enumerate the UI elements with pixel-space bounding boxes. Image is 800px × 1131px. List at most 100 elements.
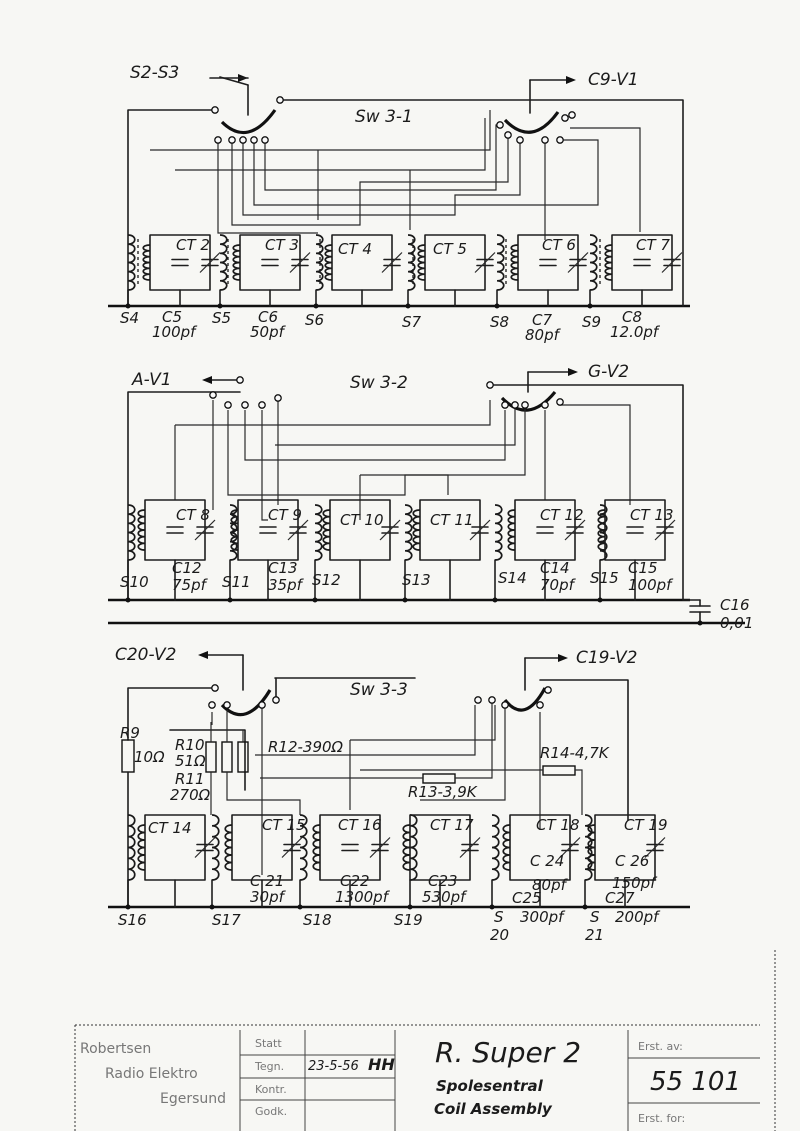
output-label: C20-V2	[115, 645, 176, 665]
drawing-number: 55 101	[650, 1067, 741, 1097]
junction-dot	[313, 303, 319, 309]
junction-dot	[489, 904, 495, 910]
inductor-coil	[507, 509, 516, 551]
switch-terminal	[556, 398, 564, 406]
switch-terminal	[209, 391, 217, 399]
trimmer-label: CT 9	[268, 506, 302, 524]
trimmer-arrow	[469, 519, 491, 541]
wire	[489, 384, 684, 601]
wafer-switch-3a	[220, 689, 272, 717]
switch-terminal	[541, 401, 549, 409]
inductor-coil	[299, 814, 308, 881]
coil-label: S12	[312, 571, 341, 589]
junction-dot	[402, 597, 408, 603]
section-3-labels: S16 S17 S18 S19 S 20 S 21	[118, 908, 604, 944]
switch-terminal	[214, 136, 222, 144]
inductor-coil	[314, 504, 323, 561]
wire	[275, 408, 516, 446]
junction-dot	[227, 597, 233, 603]
c24-label: C 24	[530, 852, 564, 870]
c25-label: C25	[512, 889, 542, 907]
trimmer-arrow	[287, 519, 309, 541]
tb-field: Godk.	[255, 1105, 287, 1118]
tb-field: Tegn.	[254, 1060, 284, 1073]
section-3-coils	[125, 684, 666, 910]
switch-terminal	[556, 136, 564, 144]
coil-label: 20	[490, 926, 509, 944]
inductor-coil	[412, 509, 421, 551]
c21-label: C 21	[250, 872, 284, 890]
wire	[253, 139, 599, 206]
switch-terminal	[501, 401, 509, 409]
wire	[150, 110, 491, 220]
junction-dot	[217, 303, 223, 309]
wire	[217, 140, 318, 234]
switch-terminal	[236, 376, 244, 384]
c26-label: C 26	[615, 852, 649, 870]
drawing-date: 23-5-56	[308, 1059, 359, 1074]
switch-terminal	[228, 136, 236, 144]
cap-value: 50pf	[250, 323, 287, 341]
wire	[349, 705, 496, 810]
r10-resistor	[205, 741, 217, 773]
inductor-coil	[127, 234, 136, 291]
drawing-title: R. Super 2	[435, 1036, 581, 1069]
cap-value: 70pf	[540, 576, 577, 594]
tb-field: Statt	[255, 1037, 282, 1050]
cap-label: C14	[540, 559, 570, 577]
tb-field: Erst. av:	[638, 1040, 683, 1053]
switch-terminal	[211, 106, 219, 114]
switch-terminal	[511, 401, 519, 409]
switch-terminal	[516, 136, 524, 144]
wire	[359, 408, 526, 520]
coil-label: S6	[305, 311, 324, 329]
coil-label: S10	[120, 573, 149, 591]
trimmer-arrow	[567, 252, 589, 273]
company-line: Radio Elektro	[105, 1066, 198, 1082]
switch-terminal	[474, 696, 482, 704]
switch-terminal	[486, 381, 494, 389]
arrow-head	[198, 651, 208, 659]
cap-value: 100pf	[152, 323, 198, 341]
arrow-head	[568, 368, 578, 376]
wire	[264, 124, 500, 191]
inductor-coil	[142, 244, 151, 281]
inductor-coil	[496, 234, 505, 291]
inductor-coil	[219, 234, 228, 291]
inductor-coil	[324, 244, 333, 281]
switch-terminal	[504, 131, 512, 139]
trimmer-label: CT 13	[630, 506, 674, 524]
trimmer-label: CT 3	[265, 236, 299, 254]
wire	[211, 705, 263, 875]
trimmer-label: CT 18	[536, 816, 580, 834]
switch-terminal	[239, 136, 247, 144]
inductor-coil	[127, 504, 136, 561]
trimmer-label: CT 10	[340, 511, 384, 529]
inductor-coil	[510, 244, 519, 281]
inductor-coil	[599, 504, 608, 561]
section-1-coils	[125, 96, 683, 309]
trimmer-label: CT 12	[540, 506, 584, 524]
switch-terminal	[223, 701, 231, 709]
wire	[560, 404, 631, 505]
trimmer-arrow	[474, 252, 496, 273]
inductor-coil	[312, 824, 321, 871]
r14-resistor	[542, 765, 576, 776]
trimmer-label: CT 19	[624, 816, 668, 834]
coil-label: S	[494, 908, 504, 926]
inductor-coil	[589, 234, 598, 291]
section-1-labels: S4 S5 S6 S7 S8 S9 C5 100pf C6 50pf C7 80…	[120, 308, 661, 344]
coil-label: S19	[394, 911, 423, 929]
switch-terminal	[501, 701, 509, 709]
coil-label: S17	[212, 911, 241, 929]
r9-label: R9	[120, 724, 140, 742]
trimmer-label: CT 11	[430, 511, 474, 529]
wire	[544, 127, 641, 240]
switch-terminal	[536, 701, 544, 709]
trimmer-arrow	[564, 519, 586, 541]
inductor-coil	[137, 509, 146, 551]
trimmer-label: CT 8	[176, 506, 210, 524]
r9-value: 10Ω	[134, 748, 165, 766]
initials: HH	[368, 1055, 395, 1074]
